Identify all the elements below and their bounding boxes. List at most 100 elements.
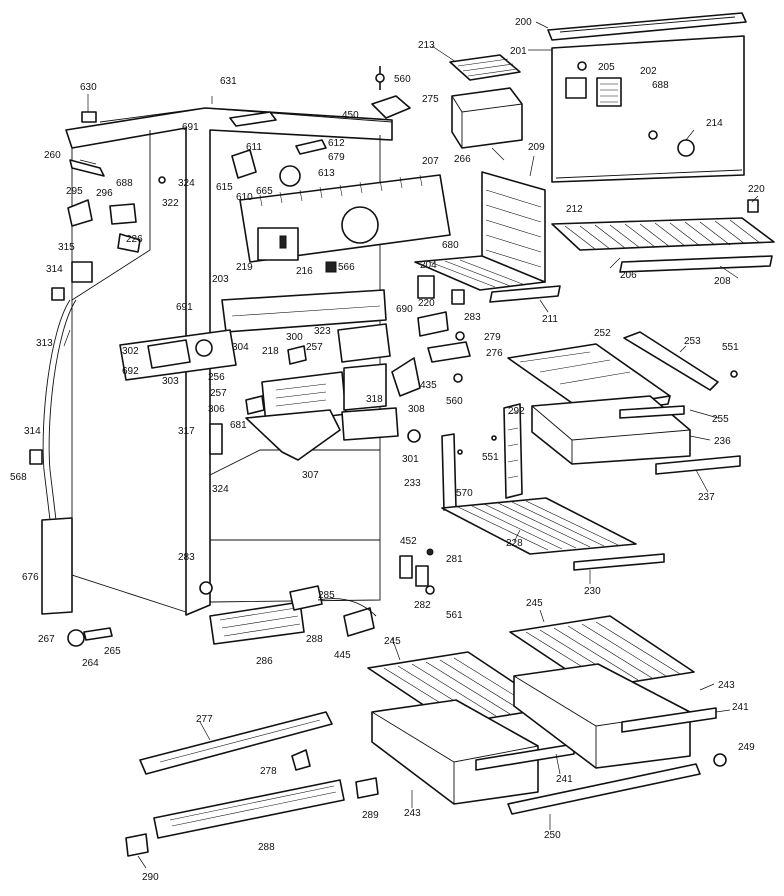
bottom-rail-parts (67, 627, 727, 857)
part-label-260: 260 (44, 150, 61, 161)
part-label-322: 322 (162, 198, 179, 209)
part-label-255: 255 (712, 414, 729, 425)
part-label-220: 220 (748, 184, 765, 195)
part-label-551: 551 (482, 452, 499, 463)
part-label-308: 308 (408, 404, 425, 415)
part-label-245: 245 (384, 636, 401, 647)
part-label-610: 610 (236, 192, 253, 203)
part-label-691: 691 (176, 302, 193, 313)
part-label-286: 286 (256, 656, 273, 667)
shelf-support-part (441, 403, 523, 511)
part-label-665: 665 (256, 186, 273, 197)
part-label-560: 560 (394, 74, 411, 85)
part-label-208: 208 (714, 276, 731, 287)
part-label-307: 307 (302, 470, 319, 481)
part-label-304: 304 (232, 342, 249, 353)
bottom-compartment-parts (199, 581, 377, 645)
crisper-pan-right-part (509, 615, 717, 769)
part-label-317: 317 (178, 426, 195, 437)
part-label-207: 207 (422, 156, 439, 167)
part-label-279: 279 (484, 332, 501, 343)
part-label-288: 288 (306, 634, 323, 645)
part-label-219: 219 (236, 262, 253, 273)
part-label-241: 241 (556, 774, 573, 785)
part-number-labels: 200 201 202 205 688 213 560 450 275 631 … (10, 17, 765, 883)
part-label-204: 204 (420, 260, 437, 271)
ice-bucket-part (451, 87, 523, 149)
part-label-205: 205 (598, 62, 615, 73)
part-label-692: 692 (122, 366, 139, 377)
part-label-292: 292 (508, 406, 525, 417)
part-label-256: 256 (208, 372, 225, 383)
part-label-302: 302 (122, 346, 139, 357)
part-label-233: 233 (404, 478, 421, 489)
part-label-314: 314 (46, 264, 63, 275)
part-label-283: 283 (178, 552, 195, 563)
part-label-631: 631 (220, 76, 237, 87)
part-label-679: 679 (328, 152, 345, 163)
part-label-303: 303 (162, 376, 179, 387)
part-label-201: 201 (510, 46, 527, 57)
leader-lines (63, 21, 759, 869)
part-label-445: 445 (334, 650, 351, 661)
part-label-206: 206 (620, 270, 637, 281)
part-label-612: 612 (328, 138, 345, 149)
part-label-324: 324 (178, 178, 195, 189)
part-label-566: 566 (338, 262, 355, 273)
part-label-691: 691 (182, 122, 199, 133)
deli-rail-part (623, 331, 738, 391)
part-label-315: 315 (58, 242, 75, 253)
part-label-313: 313 (36, 338, 53, 349)
part-label-214: 214 (706, 118, 723, 129)
part-label-249: 249 (738, 742, 755, 753)
part-label-264: 264 (82, 658, 99, 669)
part-label-560: 560 (446, 396, 463, 407)
part-label-282: 282 (414, 600, 431, 611)
left-small-parts (29, 111, 166, 615)
part-label-288: 288 (258, 842, 275, 853)
part-label-226: 226 (126, 234, 143, 245)
part-label-285: 285 (318, 590, 335, 601)
part-label-202: 202 (640, 66, 657, 77)
part-label-257: 257 (306, 342, 323, 353)
part-label-630: 630 (80, 82, 97, 93)
deli-drawer-part (531, 395, 741, 475)
freezer-shelf-part (551, 199, 775, 273)
bracket-part (371, 66, 411, 119)
light-shield-part (547, 12, 747, 41)
part-label-561: 561 (446, 610, 463, 621)
ice-tray-part (449, 54, 521, 81)
part-label-257: 257 (210, 388, 227, 399)
part-label-243: 243 (404, 808, 421, 819)
part-label-290: 290 (142, 872, 159, 883)
part-label-301: 301 (402, 454, 419, 465)
part-label-615: 615 (216, 182, 233, 193)
evaporator-assembly-part (229, 111, 451, 273)
part-label-230: 230 (584, 586, 601, 597)
fresh-food-shelf-part (441, 497, 665, 571)
part-label-289: 289 (362, 810, 379, 821)
part-label-281: 281 (446, 554, 463, 565)
rear-liner-panel-part (551, 35, 745, 183)
freezer-divider-part (414, 171, 561, 303)
small-hardware-parts (399, 548, 435, 595)
part-label-300: 300 (286, 332, 303, 343)
part-label-252: 252 (594, 328, 611, 339)
part-label-228: 228 (506, 538, 523, 549)
part-label-688: 688 (652, 80, 669, 91)
part-label-216: 216 (296, 266, 313, 277)
hinge-parts (391, 275, 471, 397)
part-label-211: 211 (542, 314, 558, 325)
part-label-275: 275 (422, 94, 439, 105)
crisper-pan-left-part (367, 651, 575, 805)
part-label-212: 212 (566, 204, 583, 215)
part-label-245: 245 (526, 598, 543, 609)
part-label-253: 253 (684, 336, 701, 347)
part-label-265: 265 (104, 646, 121, 657)
part-label-200: 200 (515, 17, 532, 28)
part-label-266: 266 (454, 154, 471, 165)
part-label-568: 568 (10, 472, 27, 483)
part-label-213: 213 (418, 40, 435, 51)
part-label-690: 690 (396, 304, 413, 315)
